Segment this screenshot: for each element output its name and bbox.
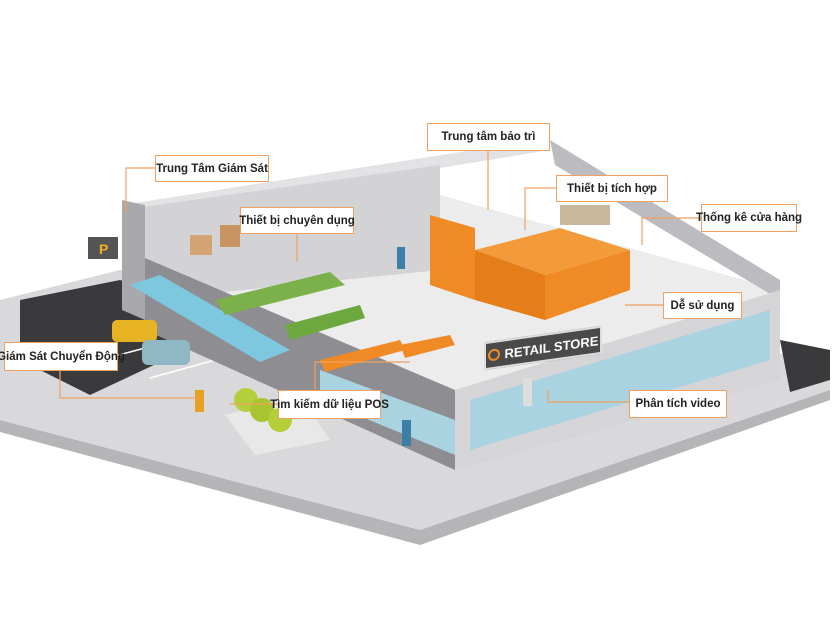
person (523, 378, 532, 406)
person (397, 247, 405, 269)
yellow-car (112, 320, 157, 342)
store-logo-icon (487, 348, 500, 362)
label-monitoring-center: Trung Tâm Giám Sát (155, 155, 269, 182)
label-pos-data-search: Tìm kiếm dữ liệu POS (270, 390, 389, 419)
orange-wall (430, 215, 475, 300)
person (195, 390, 204, 412)
label-video-analysis: Phân tích video (629, 390, 727, 418)
leader-lines (59, 150, 701, 405)
storefront-glass (470, 310, 770, 450)
parking-sign-letter: P (99, 241, 108, 257)
label-maintenance-center: Trung tâm bảo trì (427, 123, 550, 151)
parking-sign (88, 237, 118, 259)
produce-shelf (215, 272, 345, 315)
blue-car (142, 340, 190, 365)
label-dedicated-equipment: Thiết bị chuyên dụng (239, 207, 355, 234)
person (402, 420, 411, 446)
label-motion-monitoring: Giám Sát Chuyển Động (0, 342, 125, 371)
pos-counter (320, 340, 405, 372)
label-integrated-equipment: Thiết bị tích hợp (556, 175, 668, 202)
canopy (130, 275, 290, 362)
label-easy-to-use: Dễ sử dụng (663, 292, 742, 319)
label-store-statistics: Thống kê cửa hàng (696, 204, 802, 232)
